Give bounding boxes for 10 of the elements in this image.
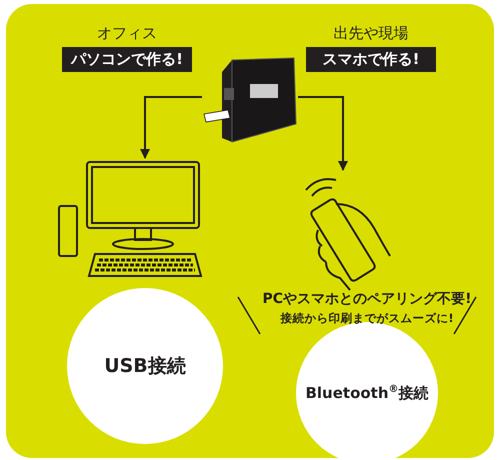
note-text: 接続から印刷までがスムーズに! bbox=[280, 311, 454, 326]
caption-banner: パソコンで作る! bbox=[62, 47, 192, 72]
arrow bbox=[298, 96, 348, 171]
connection-heading: Bluetooth$^{®}$接続 bbox=[305, 384, 429, 402]
caption-banner: スマホで作る! bbox=[306, 47, 436, 72]
note-text: PCやスマホとのペアリング不要! bbox=[262, 290, 472, 308]
location-heading: 出先や現場 bbox=[332, 24, 410, 43]
arrow bbox=[140, 96, 202, 159]
location-heading: オフィス bbox=[96, 24, 158, 43]
connection-heading: USB接続 bbox=[104, 354, 186, 379]
